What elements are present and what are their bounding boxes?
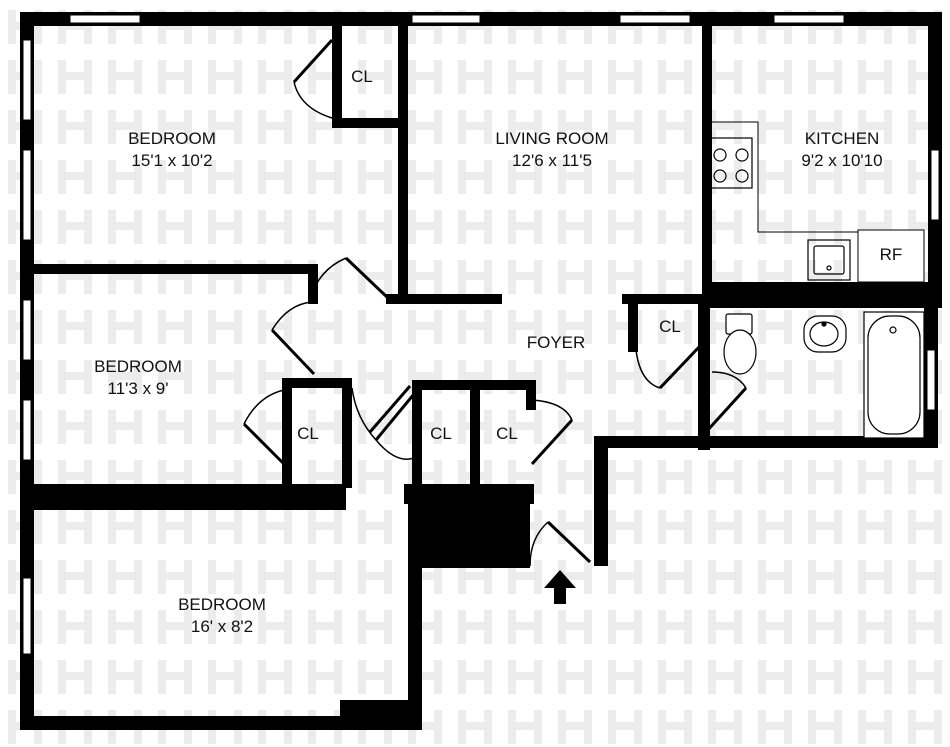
bedroom-3-dims: 16' x 8'2: [191, 617, 253, 636]
sink-icon: [807, 239, 851, 281]
closet-label-foyer: CL: [659, 317, 681, 336]
windows: [22, 14, 940, 655]
toilet-icon: [723, 313, 757, 375]
bedroom-2-dims: 11'3 x 9': [108, 379, 169, 398]
kitchen-dims: 9'2 x 10'10: [801, 151, 882, 170]
room-labels: BEDROOM 15'1 x 10'2 LIVING ROOM 12'6 x 1…: [94, 129, 883, 636]
bedroom-1-name: BEDROOM: [128, 129, 216, 148]
entry-arrow-icon: [544, 570, 576, 604]
closet-label-bedroom-1: CL: [351, 67, 373, 86]
door-leaf: [292, 38, 334, 84]
bathtub-icon: [863, 311, 925, 439]
closet-labels: CL CL CL CL CL: [297, 67, 681, 443]
bedroom-3-name: BEDROOM: [178, 595, 266, 614]
bedroom-2-name: BEDROOM: [94, 357, 182, 376]
closet-label-hall-b: CL: [496, 424, 518, 443]
door-swing: [293, 81, 333, 119]
doors: [242, 38, 748, 567]
refrigerator-label: RF: [880, 245, 903, 264]
bathroom-sink-icon: [803, 315, 847, 353]
kitchen-name: KITCHEN: [805, 129, 880, 148]
closet-label-hall-a: CL: [430, 424, 452, 443]
living-room-name: LIVING ROOM: [495, 129, 608, 148]
foyer-name: FOYER: [527, 333, 586, 352]
bedroom-1-dims: 15'1 x 10'2: [131, 151, 212, 170]
closet-label-bedroom-2: CL: [297, 424, 319, 443]
living-room-dims: 12'6 x 11'5: [512, 151, 592, 170]
stove-icon: [709, 137, 753, 189]
refrigerator: RF: [857, 229, 925, 283]
